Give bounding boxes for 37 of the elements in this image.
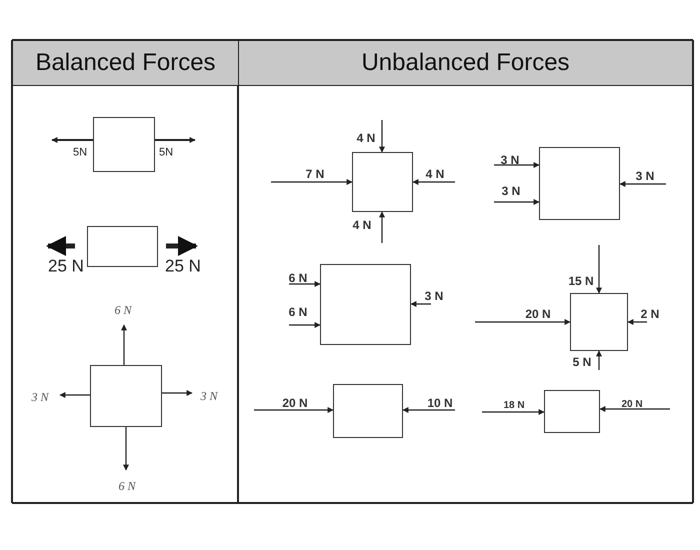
- column-header: Balanced Forces: [13, 41, 238, 85]
- object-box: [87, 226, 158, 267]
- force-label: 10 N: [427, 397, 453, 409]
- object-box: [544, 390, 600, 433]
- force-label: 5N: [158, 148, 174, 158]
- object-box: [333, 384, 403, 438]
- force-label: 25 N: [165, 258, 201, 274]
- object-box: [93, 117, 155, 172]
- force-label: 15 N: [568, 275, 594, 287]
- force-label: 7 N: [306, 168, 324, 180]
- force-label: 3 N: [32, 391, 48, 403]
- force-label: 3 N: [424, 290, 444, 302]
- force-label: 4 N: [352, 219, 372, 231]
- force-label: 5N: [72, 148, 88, 158]
- force-label: 20 N: [621, 400, 643, 410]
- force-label: 3 N: [500, 154, 520, 166]
- force-label: 20 N: [525, 308, 551, 320]
- force-label: 6 N: [114, 304, 132, 316]
- force-label: 25 N: [48, 258, 84, 274]
- force-label: 18 N: [503, 401, 525, 411]
- force-label: 2 N: [640, 308, 660, 320]
- object-box: [352, 152, 413, 212]
- force-label: 6 N: [288, 272, 308, 284]
- object-box: [320, 264, 411, 345]
- force-label: 6 N: [118, 480, 136, 492]
- object-box: [570, 293, 628, 351]
- force-label: 3 N: [502, 185, 520, 197]
- force-label: 20 N: [282, 397, 308, 409]
- force-label: 3 N: [200, 390, 218, 402]
- force-label: 6 N: [288, 306, 308, 318]
- force-label: 3 N: [636, 170, 654, 182]
- force-label: 5 N: [572, 356, 592, 368]
- object-box: [90, 365, 162, 427]
- force-label: 4 N: [356, 132, 376, 144]
- object-box: [539, 147, 620, 220]
- force-label: 4 N: [426, 168, 444, 180]
- column-header: Unbalanced Forces: [239, 41, 692, 85]
